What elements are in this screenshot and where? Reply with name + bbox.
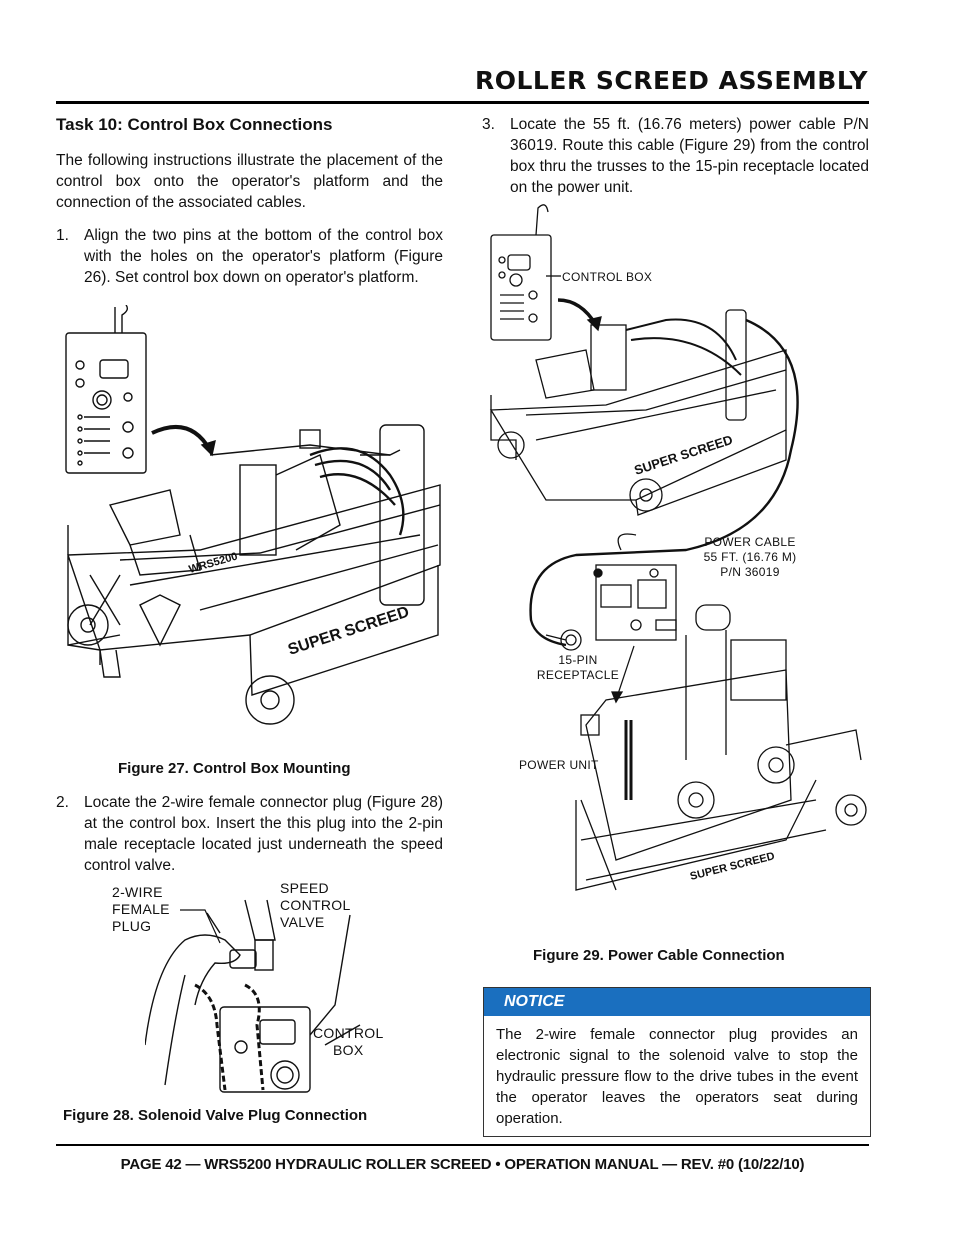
fig29-power-cable-label: POWER CABLE 55 FT. (16.76 M) P/N 36019	[703, 535, 797, 579]
fig29-power-unit-label: POWER UNIT	[519, 758, 599, 772]
step-1-text: Align the two pins at the bottom of the …	[84, 227, 443, 286]
step-3-number: 3.	[482, 116, 495, 133]
figure-29-caption: Figure 29. Power Cable Connection	[533, 947, 785, 964]
fig29-screed-label: SUPER SCREED	[632, 432, 734, 478]
page-title: ROLLER SCREED ASSEMBLY	[475, 66, 868, 95]
intro-paragraph: The following instructions illustrate th…	[56, 152, 443, 211]
screed-label: SUPER SCREED	[286, 604, 411, 659]
figure-29-illustration: SUPER SCREED SUPER SCREED	[489, 204, 867, 891]
control-box-drawing	[490, 234, 552, 341]
step-3-text: Locate the 55 ft. (16.76 meters) power c…	[510, 116, 869, 196]
step-1-number: 1.	[56, 227, 69, 244]
figure-27-caption: Figure 27. Control Box Mounting	[118, 760, 351, 777]
step-2-text: Locate the 2-wire female connector plug …	[84, 794, 443, 874]
fig29-control-box-label: CONTROL BOX	[562, 270, 653, 284]
fig29-screed-label-2: SUPER SCREED	[689, 850, 776, 883]
notice-body: The 2-wire female connector plug provide…	[496, 1026, 858, 1127]
fig28-plug-leader	[180, 909, 221, 944]
header-rule	[56, 101, 869, 104]
step-2: 2. Locate the 2-wire female connector pl…	[56, 792, 443, 876]
fig28-valve-label: SPEED CONTROL VALVE	[280, 880, 351, 930]
notice-heading: NOTICE	[484, 988, 870, 1016]
step-2-number: 2.	[56, 794, 69, 811]
step-1: 1. Align the two pins at the bottom of t…	[56, 225, 443, 288]
footer-rule	[56, 1144, 869, 1146]
figure-27-illustration: WRS5200 SUPER SCREED	[65, 305, 441, 725]
task-heading: Task 10: Control Box Connections	[56, 115, 333, 134]
control-box-drawing	[65, 332, 147, 474]
figure-28-caption: Figure 28. Solenoid Valve Plug Connectio…	[63, 1107, 368, 1124]
fig29-receptacle-label: 15-PIN RECEPTACLE	[536, 653, 620, 682]
fig28-box-label: CONTROL BOX	[313, 1025, 384, 1058]
fig28-plug-label: 2-WIRE FEMALE PLUG	[112, 884, 170, 934]
step-3: 3. Locate the 55 ft. (16.76 meters) powe…	[482, 114, 869, 198]
page-footer: PAGE 42 — WRS5200 HYDRAULIC ROLLER SCREE…	[120, 1156, 805, 1173]
figure-28-illustration	[145, 899, 361, 1093]
notice-box: NOTICE The 2-wire female connector plug …	[483, 987, 871, 1137]
